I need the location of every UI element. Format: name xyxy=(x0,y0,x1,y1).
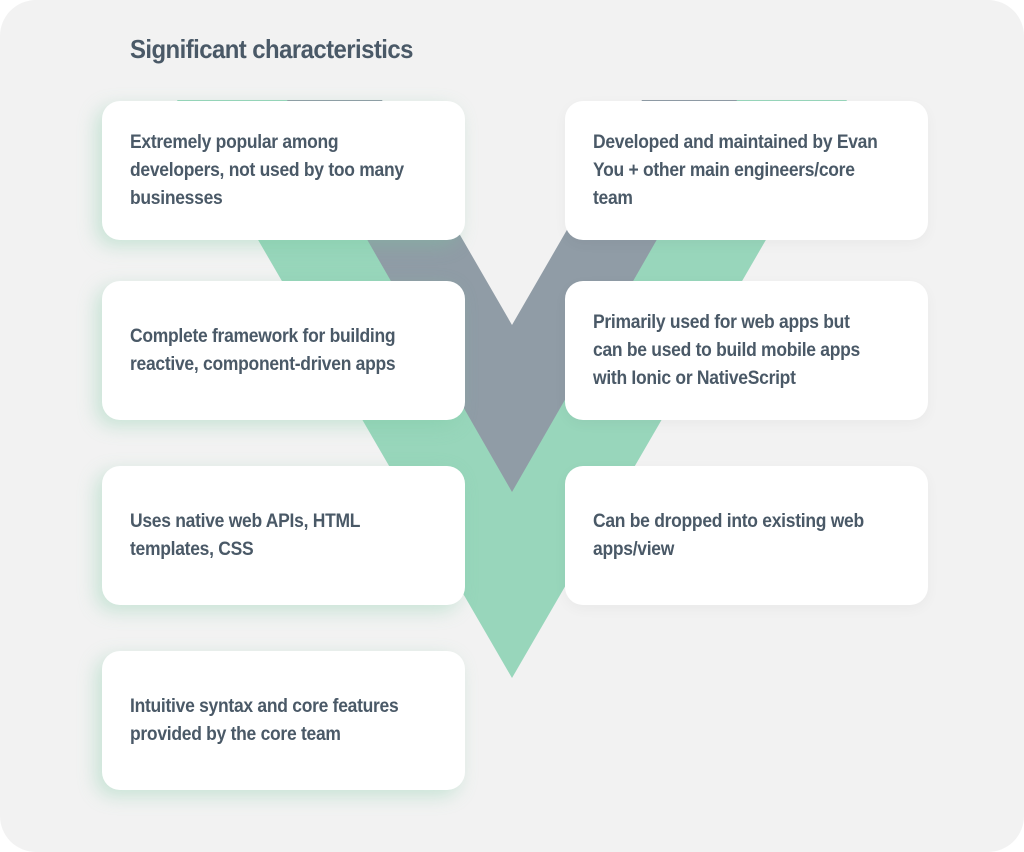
card-text: apps/view xyxy=(593,538,675,560)
card-text: team xyxy=(593,187,633,209)
card-text: Intuitive syntax and core features xyxy=(130,695,399,717)
card-text: reactive, component-driven apps xyxy=(130,353,396,375)
card-text: Can be dropped into existing web xyxy=(593,510,864,532)
card-text: templates, CSS xyxy=(130,538,254,560)
card-maintainers: Developed and maintained by Evan You + o… xyxy=(565,101,928,240)
card-text: Complete framework for building xyxy=(130,325,396,347)
card-popularity: Extremely popular among developers, not … xyxy=(102,101,465,240)
card-syntax: Intuitive syntax and core features provi… xyxy=(102,651,465,790)
card-text: You + other main engineers/core xyxy=(593,159,855,181)
card-text: Primarily used for web apps but xyxy=(593,311,850,333)
card-text: Developed and maintained by Evan xyxy=(593,131,878,153)
card-text: with Ionic or NativeScript xyxy=(593,367,796,389)
card-text: provided by the core team xyxy=(130,723,341,745)
card-usage: Primarily used for web apps but can be u… xyxy=(565,281,928,420)
card-text: can be used to build mobile apps xyxy=(593,339,861,361)
card-text: Uses native web APIs, HTML xyxy=(130,510,361,532)
card-drop-in: Can be dropped into existing web apps/vi… xyxy=(565,466,928,605)
card-text: developers, not used by too many xyxy=(130,159,404,181)
page-title: Significant characteristics xyxy=(130,34,413,64)
card-framework: Complete framework for building reactive… xyxy=(102,281,465,420)
card-text: Extremely popular among xyxy=(130,131,339,153)
card-text: businesses xyxy=(130,187,223,209)
card-native-apis: Uses native web APIs, HTML templates, CS… xyxy=(102,466,465,605)
